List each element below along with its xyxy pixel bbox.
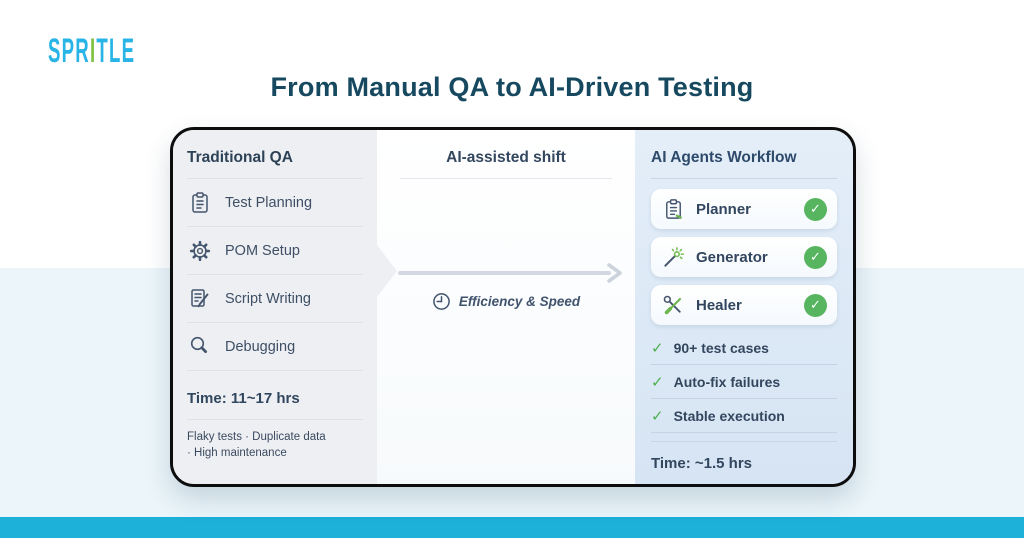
footer-bar [0,517,1024,538]
agent-label: Planner [696,200,752,218]
check-circle-icon: ✓ [804,245,827,269]
divider [651,178,837,179]
issues-line: Flaky tests · Duplicate data [187,431,326,443]
agent-card-list: Planner ✓ Generator ✓ [651,189,837,325]
benefit-item: ✓ 90+ test cases [651,337,837,365]
ai-agents-header: AI Agents Workflow [651,149,797,166]
magic-wand-icon [661,245,686,270]
agent-label: Healer [696,296,742,314]
benefit-label: 90+ test cases [673,339,769,356]
magnifier-icon [187,334,213,360]
benefit-item: ✓ Auto-fix failures [651,371,837,399]
planner-clipboard-icon [661,197,686,222]
logo-text-green: I [89,32,97,70]
divider [187,178,363,179]
comparison-card: Traditional QA Test Planning [170,127,856,487]
ai-agents-panel: AI Agents Workflow Planner ✓ [635,130,853,484]
divider [651,441,837,442]
check-circle-icon: ✓ [804,293,827,317]
agent-label: Generator [696,248,768,266]
list-item-script-writing: Script Writing [187,275,363,323]
agent-card-planner: Planner ✓ [651,189,837,229]
ai-shift-header: AI-assisted shift [446,149,566,166]
list-item-test-planning: Test Planning [187,179,363,227]
benefit-label: Stable execution [673,407,785,424]
efficiency-caption: Efficiency & Speed [377,292,635,311]
agents-time-label: Time: ~1.5 hrs [651,455,753,472]
traditional-qa-header: Traditional QA [187,149,293,166]
gear-icon [187,238,213,264]
benefits-checklist: ✓ 90+ test cases ✓ Auto-fix failures ✓ S… [651,337,837,433]
flow-arrow-icon [397,262,627,284]
checkmark-icon: ✓ [651,407,664,425]
list-item-label: POM Setup [225,242,300,259]
list-item-label: Script Writing [225,290,311,307]
tools-icon [661,293,686,318]
clipboard-icon [187,190,213,216]
agent-card-generator: Generator ✓ [651,237,837,277]
list-item-label: Test Planning [225,194,313,211]
transition-chevron [377,245,397,297]
list-item-debugging: Debugging [187,323,363,371]
efficiency-caption-text: Efficiency & Speed [458,294,581,309]
issues-line: · High maintenance [187,447,287,459]
checkmark-icon: ✓ [651,339,664,357]
traditional-issues: Flaky tests · Duplicate data · High main… [187,429,363,461]
check-circle-icon: ✓ [804,197,827,221]
ai-shift-panel: AI-assisted shift Efficiency & Speed [377,130,635,484]
logo-text-blue: TLE [96,32,136,70]
page-title: From Manual QA to AI-Driven Testing [270,72,754,102]
benefit-label: Auto-fix failures [673,373,781,390]
list-item-label: Debugging [225,338,296,355]
script-writing-icon [187,286,213,312]
checkmark-icon: ✓ [651,373,664,391]
benefit-item: ✓ Stable execution [651,405,837,433]
list-item-pom-setup: POM Setup [187,227,363,275]
divider [400,178,612,179]
traditional-qa-panel: Traditional QA Test Planning [173,130,377,484]
clock-icon [432,292,451,311]
logo-text-blue: SPR [48,32,90,70]
agent-card-healer: Healer ✓ [651,285,837,325]
spritle-logo: SPRITLE [48,32,135,71]
traditional-time-label: Time: 11~17 hrs [187,371,363,420]
